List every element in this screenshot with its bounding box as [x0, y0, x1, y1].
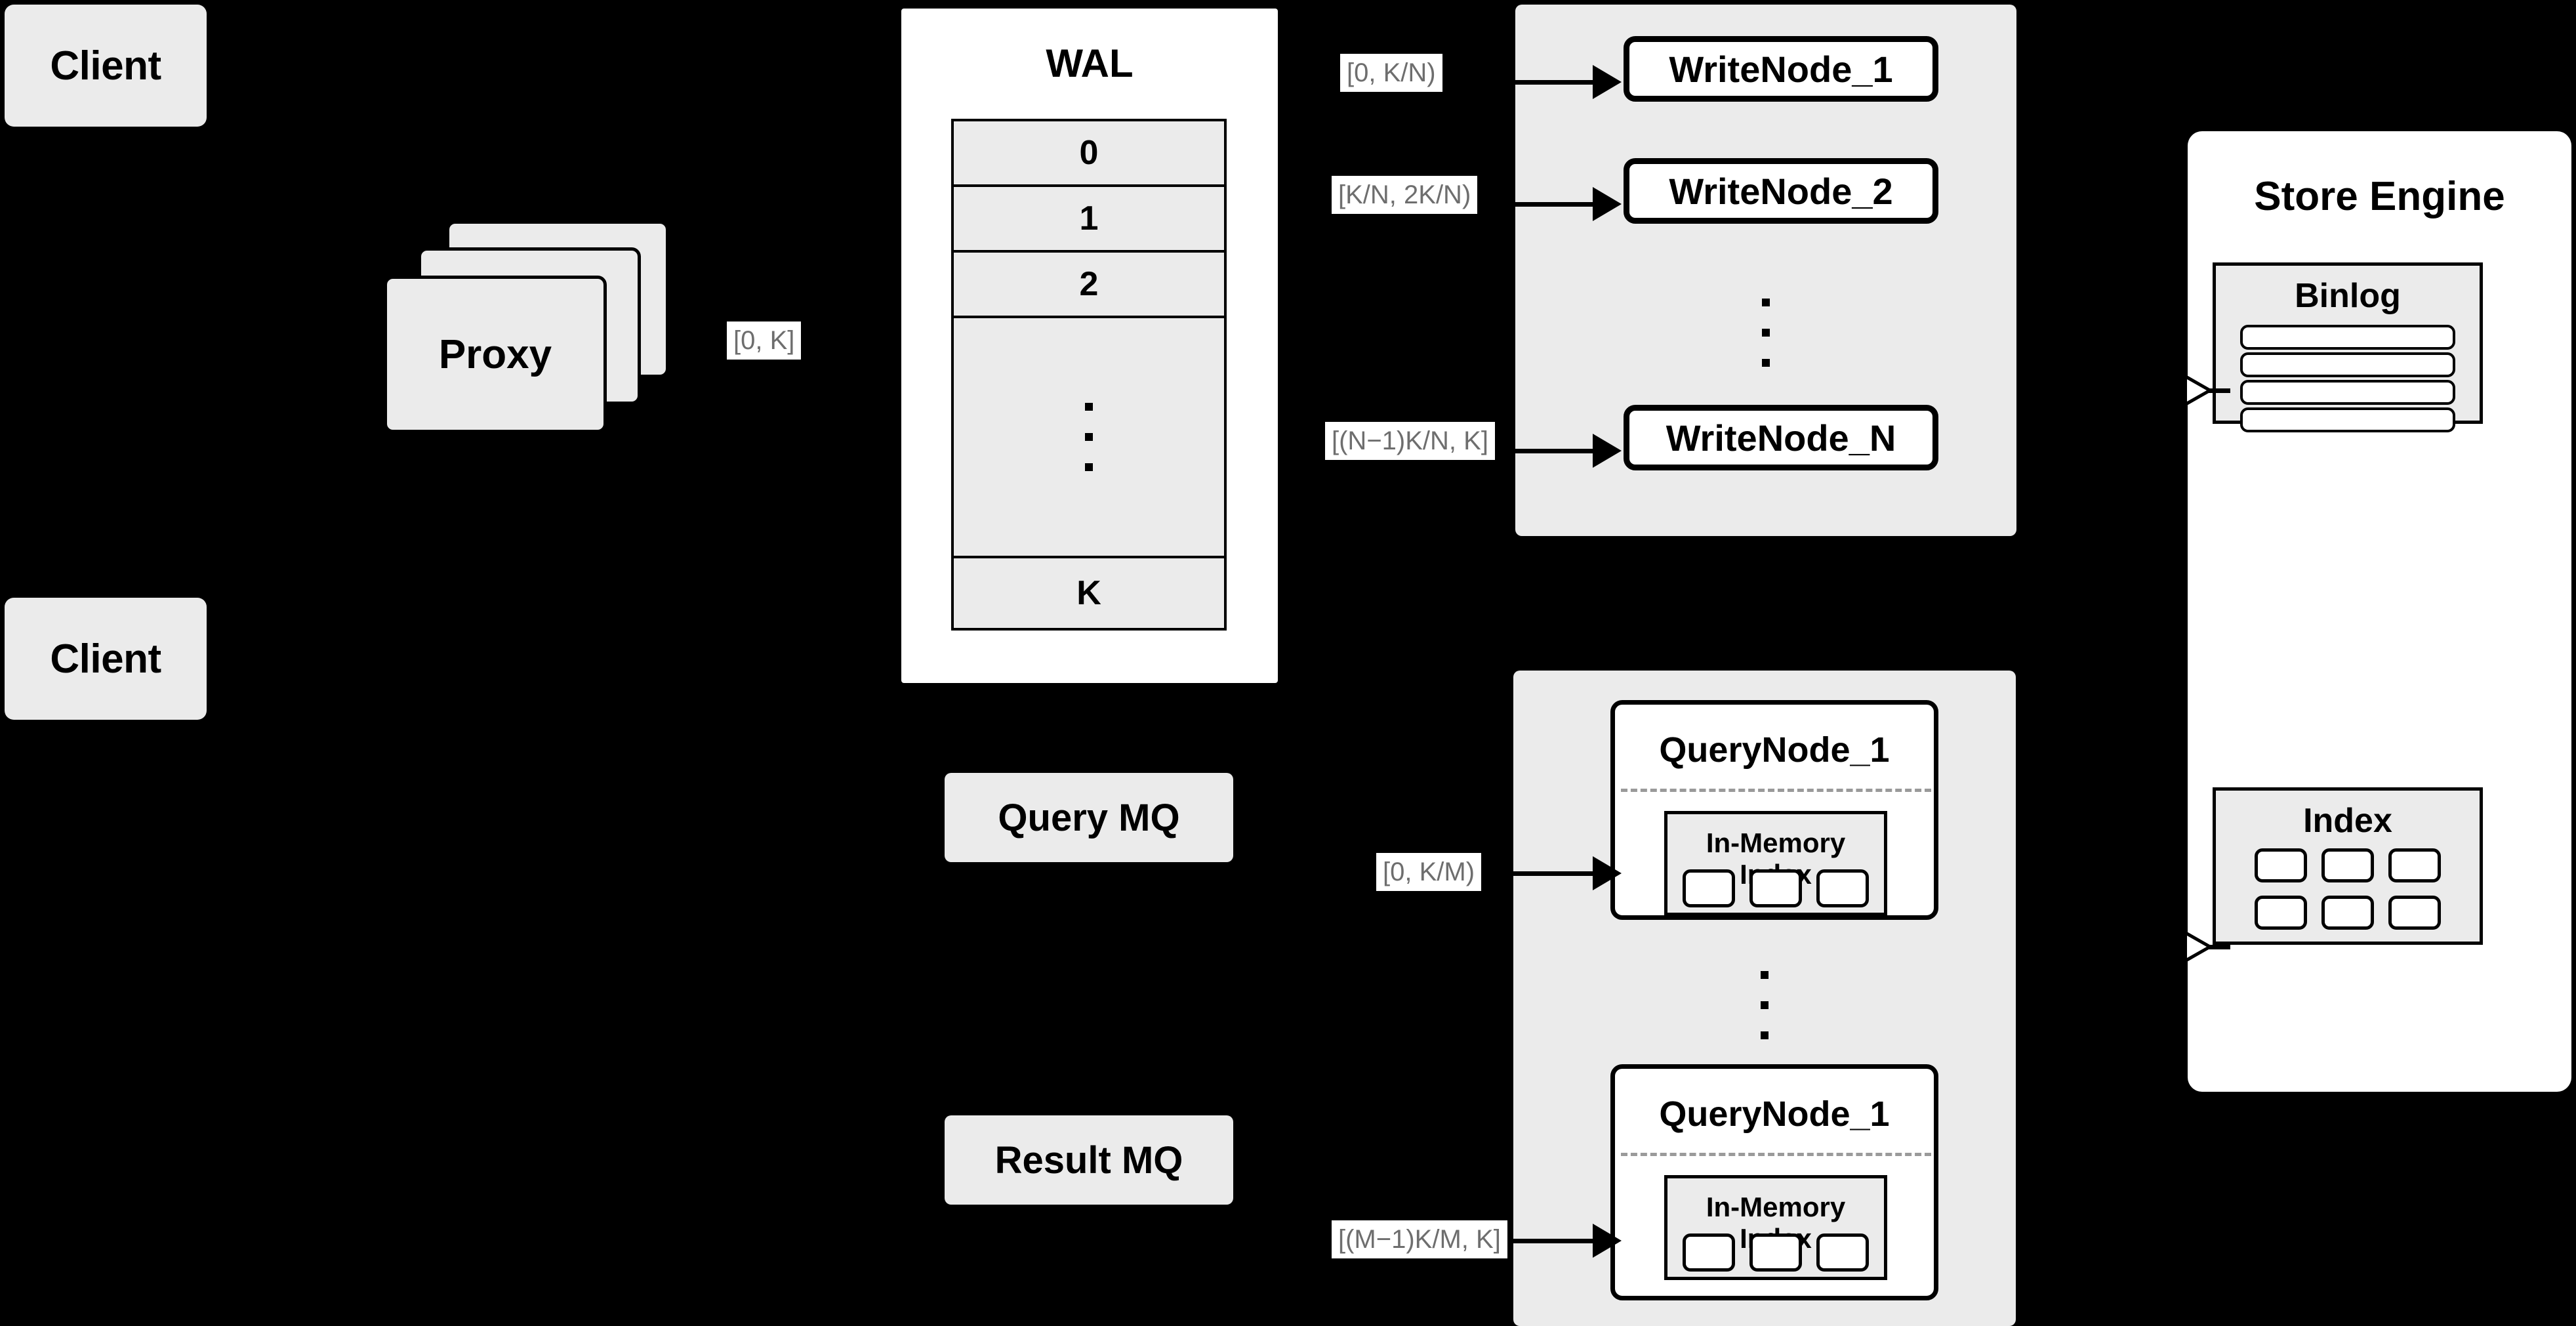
- arrow-line-to-query-node-1: [1509, 871, 1604, 876]
- index-cell[interactable]: [2255, 848, 2307, 882]
- arrow-head-to-query-node-2: [1593, 1224, 1622, 1258]
- proxy-box[interactable]: Proxy: [384, 276, 607, 433]
- query-node-1[interactable]: QueryNode_1 In-Memory Index: [1610, 700, 1938, 920]
- binlog-title: Binlog: [2295, 277, 2401, 315]
- index-cell[interactable]: [2321, 896, 2374, 930]
- store-engine-title: Store Engine: [2254, 174, 2505, 219]
- index-cell[interactable]: [2255, 896, 2307, 930]
- write-node-2[interactable]: WriteNode_2: [1624, 158, 1938, 224]
- store-engine-panel: Store Engine Binlog Index: [2188, 131, 2571, 1092]
- wal-entry-2[interactable]: 2: [954, 253, 1224, 318]
- query-node-1-title: QueryNode_1: [1659, 730, 1890, 770]
- binlog-bar[interactable]: [2240, 407, 2455, 432]
- client-label-2: Client: [50, 636, 161, 682]
- wal-entry-k[interactable]: K: [954, 558, 1224, 628]
- client-label-1: Client: [50, 43, 161, 89]
- binlog-bar[interactable]: [2240, 380, 2455, 405]
- arrow-line-to-query-node-2: [1509, 1239, 1604, 1243]
- arrow-head-to-write-node-n: [1593, 434, 1622, 468]
- write-node-n-interval-label: [(N−1)K/N, K]: [1325, 422, 1495, 460]
- wal-panel: WAL 0 1 2 K: [897, 5, 1282, 687]
- wal-entry-0[interactable]: 0: [954, 121, 1224, 187]
- query-node-group-panel: QueryNode_1 In-Memory Index QueryNode_1 …: [1513, 671, 2016, 1326]
- query-node-1-in-memory-index: In-Memory Index: [1664, 811, 1887, 916]
- proxy-label: Proxy: [438, 331, 552, 377]
- query-node-1-separator: [1621, 789, 1931, 792]
- binlog-bar[interactable]: [2240, 352, 2455, 377]
- index-title: Index: [2303, 802, 2392, 840]
- index-panel: Index: [2213, 787, 2483, 945]
- write-node-1-interval-label: [0, K/N): [1340, 54, 1442, 92]
- proxy-output-interval-label: [0, K]: [727, 321, 802, 360]
- wal-entry-list: 0 1 2 K: [951, 119, 1227, 631]
- query-node-2-interval-label: [(M−1)K/M, K]: [1332, 1220, 1507, 1258]
- arrow-head-to-query-node-1: [1593, 856, 1622, 890]
- arrow-line-to-write-node-n: [1512, 449, 1604, 453]
- query-node-2[interactable]: QueryNode_1 In-Memory Index: [1610, 1064, 1938, 1300]
- query-node-2-index-cells: [1667, 1233, 1884, 1272]
- arrow-head-to-binlog: [2186, 375, 2213, 406]
- wal-entry-1[interactable]: 1: [954, 187, 1224, 253]
- query-node-2-in-memory-index: In-Memory Index: [1664, 1175, 1887, 1280]
- arrow-head-to-write-node-2: [1593, 187, 1622, 221]
- arrow-line-to-write-node-2: [1512, 202, 1604, 207]
- index-cell[interactable]: [1816, 1233, 1869, 1272]
- index-cell[interactable]: [2388, 896, 2441, 930]
- arrow-line-to-write-node-1: [1512, 80, 1604, 85]
- write-node-1[interactable]: WriteNode_1: [1624, 36, 1938, 102]
- query-mq-label: Query MQ: [998, 796, 1180, 839]
- index-cell[interactable]: [1749, 1233, 1802, 1272]
- index-cell[interactable]: [2321, 848, 2374, 882]
- index-cell[interactable]: [1749, 869, 1802, 907]
- arrow-head-to-write-node-1: [1593, 65, 1622, 99]
- binlog-bar[interactable]: [2240, 325, 2455, 350]
- write-node-ellipsis: [1515, 274, 2016, 392]
- binlog-bar-list: [2216, 325, 2480, 432]
- query-node-ellipsis: [1513, 940, 2016, 1071]
- wal-title: WAL: [1046, 41, 1134, 85]
- query-node-2-separator: [1621, 1153, 1931, 1156]
- result-mq-label: Result MQ: [994, 1138, 1183, 1182]
- index-cell-grid: [2216, 848, 2480, 930]
- query-node-1-index-cells: [1667, 869, 1884, 907]
- write-node-2-interval-label: [K/N, 2K/N): [1332, 176, 1478, 214]
- write-node-n[interactable]: WriteNode_N: [1624, 405, 1938, 470]
- arrow-head-to-index: [2186, 931, 2213, 963]
- index-cell[interactable]: [1683, 1233, 1735, 1272]
- wal-entry-ellipsis: [954, 318, 1224, 558]
- binlog-panel: Binlog: [2213, 262, 2483, 432]
- client-box-2[interactable]: Client: [5, 598, 207, 720]
- query-node-2-title: QueryNode_1: [1659, 1094, 1890, 1134]
- index-cell[interactable]: [2388, 848, 2441, 882]
- query-node-1-interval-label: [0, K/M): [1376, 853, 1482, 891]
- result-mq-box[interactable]: Result MQ: [945, 1115, 1233, 1205]
- index-cell[interactable]: [1683, 869, 1735, 907]
- client-box-1[interactable]: Client: [5, 5, 207, 127]
- query-mq-box[interactable]: Query MQ: [945, 773, 1233, 862]
- index-cell[interactable]: [1816, 869, 1869, 907]
